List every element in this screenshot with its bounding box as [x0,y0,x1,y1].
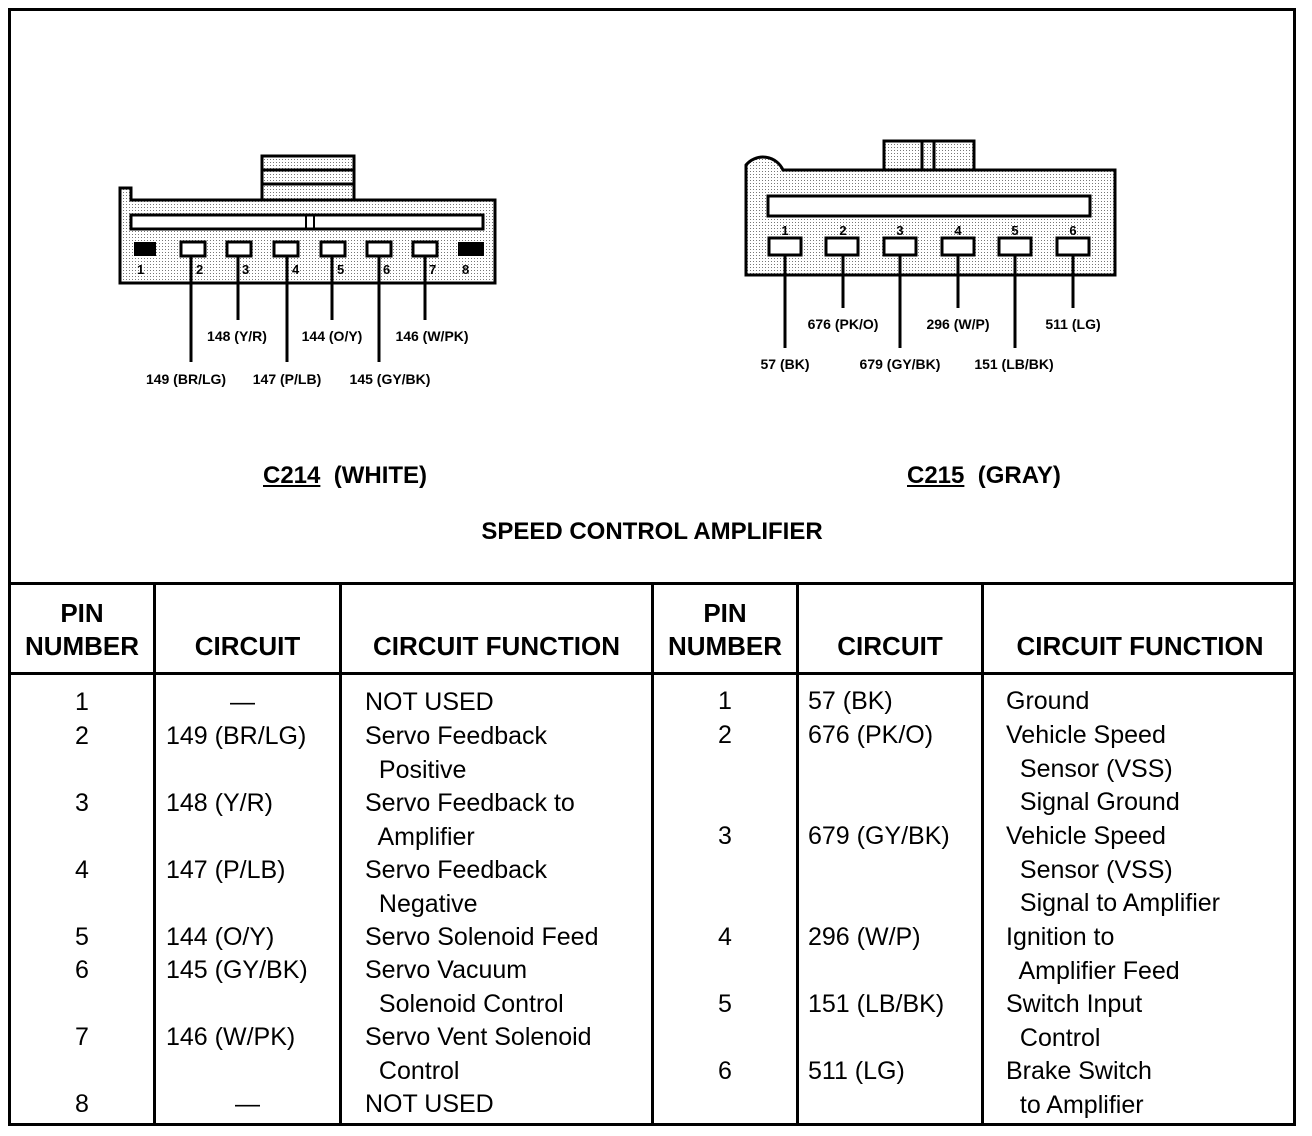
circuit: 147 (P/LB) [166,856,286,884]
circuit-function: Servo Solenoid Feed [365,923,599,951]
c215-title: C215 (GRAY) [907,462,1061,490]
circuit-function: Switch Input Control [1006,990,1143,1052]
circuit-function: Ground [1006,687,1090,715]
c214-pin-number: 3 [242,262,249,277]
c215-id: C215 [907,462,965,489]
circuit-function: Vehicle Speed Sensor (VSS) Signal to Amp… [1006,822,1220,918]
header-pin-number: PIN NUMBER [24,598,140,661]
pin-number: 5 [718,990,732,1018]
header-circuit-function: CIRCUIT FUNCTION [373,631,620,661]
pin-number: 3 [75,789,89,817]
pin-number: 2 [75,722,89,750]
c214-wire-label: 149 (BR/LG) [146,371,226,387]
c214-connector: 1 2 3 4 5 6 7 8 149 (BR/LG) 148 (Y/R) 14… [118,154,497,387]
circuit-function: Servo Feedback Negative [365,856,548,918]
circuit-function: Vehicle Speed Sensor (VSS) Signal Ground [1006,721,1180,817]
c215-wire-label: 511 (LG) [1045,316,1100,332]
column-divider [651,584,654,1126]
c214-wire-label: 145 (GY/BK) [350,371,431,387]
header-pin-number: PIN NUMBER [667,598,783,661]
c214-wire-label: 148 (Y/R) [207,328,267,344]
circuit-function: Ignition to Amplifier Feed [1006,923,1180,985]
connector-diagram: 1 2 3 4 5 6 7 8 149 (BR/LG) 148 (Y/R) 14… [118,139,1117,387]
c214-pin-number: 4 [292,262,300,277]
circuit-function: Servo Vacuum Solenoid Control [365,956,564,1018]
c214-pin-number: 2 [196,262,203,277]
column-divider [981,584,984,1126]
circuit-function: NOT USED [365,688,494,716]
c215-pin-number: 4 [954,223,962,238]
column-divider [339,584,342,1126]
circuit-function: Brake Switch to Amplifier [1006,1057,1152,1119]
column-divider [153,584,156,1126]
c215-connector: 1 2 3 4 5 6 57 (BK) 676 (PK/O) 679 (GY/B… [744,139,1117,372]
c215-pin-number: 2 [839,223,846,238]
c214-id: C214 [263,462,321,489]
pin-number: 1 [75,688,89,716]
c215-color: (GRAY) [977,462,1061,489]
c215-wire-label: 296 (W/P) [926,316,989,332]
pin-number: 6 [75,956,89,984]
c214-pin-number: 1 [137,262,144,277]
circuit: 676 (PK/O) [808,721,934,749]
circuit: 144 (O/Y) [166,923,275,951]
circuit: 296 (W/P) [808,923,921,951]
pin-number: 4 [718,923,732,951]
c215-pin-number: 5 [1011,223,1018,238]
circuit: 511 (LG) [808,1057,905,1085]
c215-pin-number: 6 [1069,223,1076,238]
circuit: 57 (BK) [808,687,893,715]
circuit-function: Servo Feedback to Amplifier [365,789,575,851]
c215-wire-label: 151 (LB/BK) [974,356,1053,372]
c214-title: C214 (WHITE) [263,462,427,490]
circuit-function: Servo Feedback Positive [365,722,548,784]
pin-number: 4 [75,856,89,884]
circuit: 679 (GY/BK) [808,822,950,850]
table-top-rule [8,582,1296,585]
pin-number: 5 [75,923,89,951]
c214-pin-number: 5 [337,262,344,277]
c214-wire-label: 144 (O/Y) [302,328,363,344]
circuit-function: NOT USED [365,1090,494,1118]
c214-pin-number: 7 [429,262,436,277]
circuit: 146 (W/PK) [166,1023,296,1051]
header-circuit-function: CIRCUIT FUNCTION [1016,631,1264,661]
circuit: 151 (LB/BK) [808,990,945,1018]
pin-number: 6 [718,1057,732,1085]
pin-number: 2 [718,721,732,749]
c215-pin-number: 3 [896,223,903,238]
pin-number: 8 [75,1090,89,1118]
c214-wire-label: 147 (P/LB) [253,371,321,387]
circuit: — [235,1090,260,1118]
pin-number: 7 [75,1023,89,1051]
circuit-function: Servo Vent Solenoid Control [365,1023,592,1085]
pin-number: 1 [718,687,732,715]
circuit: — [230,688,255,716]
pin-number: 3 [718,822,732,850]
circuit: 149 (BR/LG) [166,722,307,750]
circuit: 145 (GY/BK) [166,956,308,984]
component-title: SPEED CONTROL AMPLIFIER [481,518,823,545]
c214-wire-label: 146 (W/PK) [395,328,468,344]
c215-wire-label: 679 (GY/BK) [860,356,941,372]
c215-pin-number: 1 [781,223,788,238]
c214-pin-number: 8 [462,262,469,277]
c215-wire-label: 676 (PK/O) [808,316,879,332]
circuit: 148 (Y/R) [166,789,273,817]
header-circuit: CIRCUIT [837,631,943,661]
header-circuit: CIRCUIT [194,631,301,661]
c215-wire-label: 57 (BK) [760,356,809,372]
column-divider [796,584,799,1126]
c214-pin-number: 6 [383,262,390,277]
c214-color: (WHITE) [333,462,428,489]
